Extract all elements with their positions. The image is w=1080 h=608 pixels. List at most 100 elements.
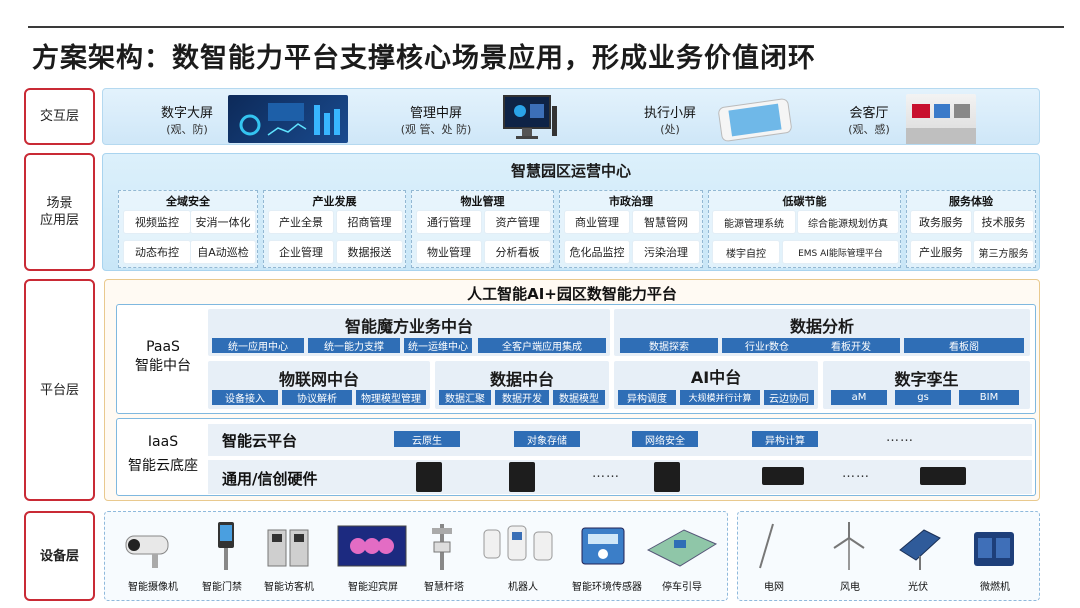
scene-item[interactable]: 通行管理: [417, 211, 481, 233]
scene-item[interactable]: 综合能源规划仿真: [798, 211, 898, 233]
cloud-platform-row: [208, 424, 1032, 456]
interaction-lounge: 会客厅(观、感): [848, 106, 890, 136]
analysis-item[interactable]: 看板开发: [802, 338, 900, 353]
scene-group-service: 服务体验 政务服务 技术服务 产业服务 第三方服务: [906, 190, 1036, 268]
scene-item[interactable]: 技术服务: [974, 211, 1033, 233]
paas-label: PaaS 智能中台: [135, 339, 191, 374]
data-item[interactable]: 数据汇聚: [439, 390, 491, 405]
analysis-item[interactable]: 行业r数仓: [722, 338, 812, 353]
device-label: 微燃机: [980, 582, 1010, 593]
scene-item[interactable]: EMS AI能际管理平台: [783, 241, 898, 263]
phone-image: [716, 95, 794, 143]
scene-item[interactable]: 能源管理系统: [713, 211, 795, 233]
iot-middle-platform: 物联网中台 设备接入 协议解析 物理模型管理: [208, 361, 430, 409]
lounge-image: [906, 94, 976, 144]
scene-item[interactable]: 动态布控: [124, 241, 190, 263]
data-item[interactable]: 数据开发: [495, 390, 549, 405]
scene-group-lowcarbon: 低碳节能 能源管理系统 综合能源规划仿真 楼宇自控 EMS AI能际管理平台: [708, 190, 901, 268]
scene-item[interactable]: 产业全景: [269, 211, 333, 233]
device-label: 停车引导: [662, 582, 702, 593]
hardware-row: [208, 460, 1032, 494]
device-label: 智能门禁: [202, 582, 242, 593]
iot-item[interactable]: 协议解析: [282, 390, 352, 405]
scene-item[interactable]: 数据报送: [337, 241, 402, 263]
scene-item[interactable]: 分析看板: [485, 241, 550, 263]
twin-item[interactable]: gs: [895, 390, 951, 405]
twin-item[interactable]: aM: [831, 390, 887, 405]
env-sensor-icon: [581, 527, 625, 565]
cloud-item[interactable]: 异构计算: [752, 431, 818, 447]
cloud-item[interactable]: 云原生: [394, 431, 460, 447]
cloud-item[interactable]: 网络安全: [632, 431, 698, 447]
scene-item[interactable]: 物业管理: [417, 241, 481, 263]
robot-icon: [483, 525, 553, 561]
scene-item[interactable]: 楼宇自控: [713, 241, 779, 263]
device-label: 风电: [840, 582, 860, 593]
biz-item[interactable]: 统一运维中心: [404, 338, 472, 353]
scene-item[interactable]: 招商管理: [337, 211, 402, 233]
mid-screen-image: [500, 94, 558, 144]
twin-item[interactable]: BIM: [959, 390, 1019, 405]
iot-item[interactable]: 设备接入: [212, 390, 278, 405]
server-icon: [416, 462, 442, 492]
access-gate-icon: [218, 522, 234, 570]
scene-group-security: 全域安全 视频监控 安消一体化 动态布控 自A动巡检: [118, 190, 258, 268]
scene-item[interactable]: 政务服务: [911, 211, 971, 233]
ai-item[interactable]: 异构调度: [618, 390, 676, 405]
device-label: 智能访客机: [264, 582, 314, 593]
device-label: 智能摄像机: [128, 582, 178, 593]
page-title: 方案架构：数智能力平台支撑核心场景应用，形成业务价值闭环: [32, 43, 816, 74]
parking-guide-icon: [646, 529, 718, 567]
analysis-item[interactable]: 数据探索: [620, 338, 718, 353]
scene-item[interactable]: 企业管理: [269, 241, 333, 263]
interaction-mid-screen: 管理中屏(观 管、处 防): [400, 106, 472, 136]
analysis-item[interactable]: 看板阁: [904, 338, 1024, 353]
big-screen-image: [228, 95, 348, 143]
device-label: 智能环境传感器: [572, 582, 642, 593]
hardware-more: ……: [592, 466, 620, 481]
layer-label-interaction: 交互层: [24, 88, 95, 145]
solar-panel-icon: [899, 529, 941, 570]
scene-item[interactable]: 危化品监控: [565, 241, 629, 263]
device-label: 电网: [764, 582, 784, 593]
interaction-small-screen: 执行小屏(处): [643, 106, 696, 136]
scene-item[interactable]: 产业服务: [911, 241, 971, 263]
layer-label-platform: 平台层: [24, 279, 95, 501]
device-label: 机器人: [508, 582, 538, 593]
cloud-platform-title: 智能云平台: [222, 432, 298, 450]
biz-item[interactable]: 全客户端应用集成: [478, 338, 606, 353]
iaas-label: IaaS 智能云底座: [128, 434, 198, 474]
scene-item[interactable]: 资产管理: [485, 211, 550, 233]
ai-item[interactable]: 云边协同: [764, 390, 814, 405]
visitor-machine-icon: [267, 529, 309, 567]
digital-twin-panel: 数字孪生 aM gs BIM: [823, 361, 1030, 409]
layer-label-scene: 场景 应用层: [24, 153, 95, 271]
layer-label-device: 设备层: [24, 511, 95, 601]
scene-item[interactable]: 第三方服务: [974, 241, 1033, 263]
cloud-item[interactable]: 对象存储: [514, 431, 580, 447]
rack-server-icon: [920, 467, 966, 485]
data-item[interactable]: 数据模型: [553, 390, 605, 405]
device-panel-energy: [737, 511, 1040, 601]
ai-item[interactable]: 大规模并行计算: [680, 390, 760, 405]
scene-group-municipal: 市政治理 商业管理 智慧管网 危化品监控 污染治理: [559, 190, 703, 268]
biz-item[interactable]: 统一应用中心: [212, 338, 304, 353]
scene-item[interactable]: 安消一体化: [191, 211, 255, 233]
iot-item[interactable]: 物理模型管理: [356, 390, 426, 405]
device-label: 智慧杆塔: [424, 582, 464, 593]
device-label: 光伏: [908, 582, 928, 593]
hardware-more: ……: [842, 466, 870, 481]
rack-server-icon: [762, 467, 804, 485]
scene-group-property: 物业管理 通行管理 资产管理 物业管理 分析看板: [411, 190, 554, 268]
scene-item[interactable]: 商业管理: [565, 211, 629, 233]
smart-pole-icon: [432, 524, 452, 570]
device-label: 智能迎宾屏: [348, 582, 398, 593]
camera-icon: [125, 535, 169, 568]
scene-item[interactable]: 污染治理: [633, 241, 699, 263]
scene-item[interactable]: 智慧管网: [633, 211, 699, 233]
scene-item[interactable]: 视频监控: [124, 211, 190, 233]
business-middle-platform: 智能魔方业务中台 统一应用中心 统一能力支撑 统一运维中心 全客户端应用集成: [208, 309, 610, 356]
scene-item[interactable]: 自A动巡检: [191, 241, 255, 263]
biz-item[interactable]: 统一能力支撑: [308, 338, 400, 353]
platform-title: 人工智能AI+园区数智能力平台: [467, 285, 677, 303]
